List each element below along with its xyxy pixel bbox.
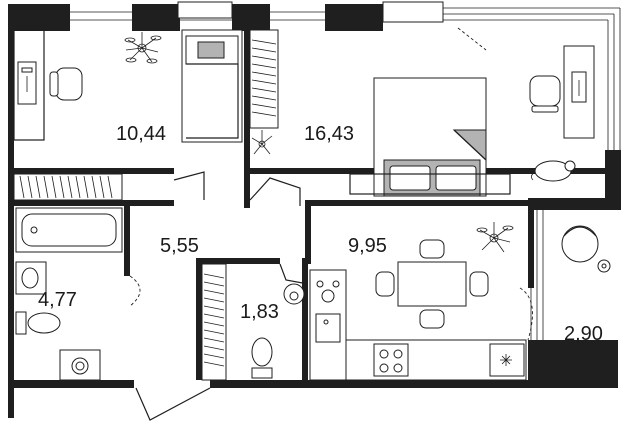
room-area-toilet: 1,83	[240, 301, 279, 323]
wardrobe-icon	[249, 29, 279, 129]
toilet-room: 1,83	[240, 263, 309, 379]
room-area-bedroom-1: 10,44	[116, 123, 166, 145]
bathtub-icon	[15, 207, 123, 253]
stove-icon	[309, 269, 347, 381]
plant-icon	[124, 32, 162, 64]
plant-icon	[476, 222, 514, 253]
desk-icon	[563, 45, 595, 139]
hallway: 5,55	[135, 171, 301, 421]
cat-icon	[531, 160, 576, 182]
room-area-bedroom-2: 16,43	[304, 123, 354, 145]
armchair-icon	[561, 225, 599, 263]
wardrobe-icon	[201, 263, 227, 381]
desk-icon	[17, 61, 37, 105]
room-area-living-kitchen: 9,95	[348, 235, 387, 257]
living-kitchen: 9,95	[309, 222, 533, 381]
chair-icon	[49, 67, 83, 101]
room-area-hallway: 5,55	[160, 235, 199, 257]
stove-icon	[373, 343, 409, 377]
dining-table-icon	[375, 239, 489, 329]
balcony: 2,90	[561, 225, 611, 345]
room-area-bathroom: 4,77	[38, 289, 77, 311]
room-area-balcony: 2,90	[564, 323, 603, 345]
washing-machine-icon	[59, 349, 101, 381]
sink-icon	[15, 261, 47, 295]
plant-icon	[251, 130, 273, 155]
toilet-icon	[251, 337, 273, 379]
bedroom-2: 16,43	[304, 45, 595, 197]
toilet-icon	[15, 311, 61, 335]
bathroom: 4,77	[15, 207, 141, 381]
chair-icon	[529, 75, 561, 113]
wardrobe-icon	[13, 173, 123, 201]
bed-icon	[181, 29, 243, 143]
bedroom-1: 10,44	[13, 29, 279, 201]
sink-icon	[283, 283, 305, 305]
bed-icon	[373, 77, 487, 197]
